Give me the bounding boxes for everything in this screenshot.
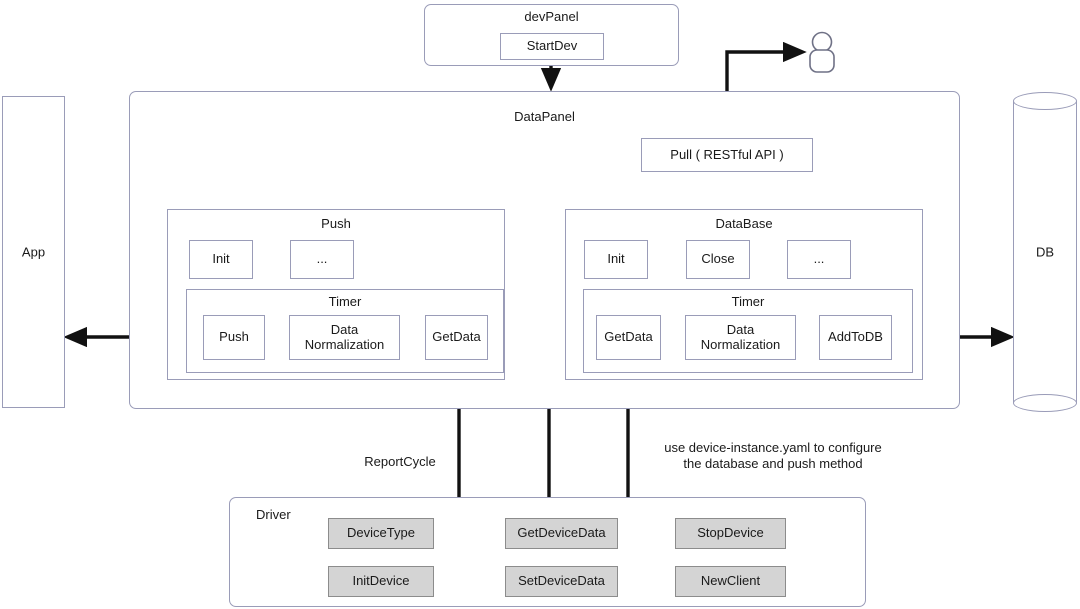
driver-label: Driver bbox=[256, 507, 291, 522]
yaml-note-annotation: use device-instance.yaml to configure th… bbox=[664, 440, 882, 472]
database-method-init[interactable]: Init bbox=[584, 240, 648, 279]
driver-method-initdevice[interactable]: InitDevice bbox=[328, 566, 434, 597]
user-icon bbox=[805, 30, 839, 74]
container-dev-panel: devPanel StartDev bbox=[424, 4, 679, 66]
db-block: DB bbox=[1013, 92, 1077, 412]
app-label: App bbox=[21, 244, 46, 260]
database-timer-step-addtodb[interactable]: AddToDB bbox=[819, 315, 892, 360]
push-timer-label: Timer bbox=[328, 294, 362, 309]
driver-method-getdevicedata[interactable]: GetDeviceData bbox=[505, 518, 618, 549]
db-cylinder-top bbox=[1013, 92, 1077, 110]
push-method-init[interactable]: Init bbox=[189, 240, 253, 279]
database-timer-step-data-normalization[interactable]: Data Normalization bbox=[685, 315, 796, 360]
report-cycle-annotation: ReportCycle bbox=[364, 454, 436, 469]
push-label: Push bbox=[321, 216, 351, 231]
db-label: DB bbox=[1035, 244, 1055, 260]
database-timer-label: Timer bbox=[731, 294, 765, 309]
app-block: App bbox=[2, 96, 65, 408]
driver-method-setdevicedata[interactable]: SetDeviceData bbox=[505, 566, 618, 597]
dev-panel-label: devPanel bbox=[524, 9, 579, 24]
driver-method-stopdevice[interactable]: StopDevice bbox=[675, 518, 786, 549]
driver-method-newclient[interactable]: NewClient bbox=[675, 566, 786, 597]
push-timer-step-getdata[interactable]: GetData bbox=[425, 315, 488, 360]
database-label: DataBase bbox=[715, 216, 773, 231]
push-method-more[interactable]: ... bbox=[290, 240, 354, 279]
data-panel-label: DataPanel bbox=[514, 109, 575, 124]
pull-restful-api-node[interactable]: Pull ( RESTful API ) bbox=[641, 138, 813, 172]
push-timer-step-push[interactable]: Push bbox=[203, 315, 265, 360]
driver-method-devicetype[interactable]: DeviceType bbox=[328, 518, 434, 549]
start-dev-button[interactable]: StartDev bbox=[500, 33, 604, 60]
db-cylinder-body bbox=[1013, 101, 1077, 403]
database-method-more[interactable]: ... bbox=[787, 240, 851, 279]
database-timer-step-getdata[interactable]: GetData bbox=[596, 315, 661, 360]
push-timer-step-data-normalization[interactable]: Data Normalization bbox=[289, 315, 400, 360]
db-cylinder-bottom bbox=[1013, 394, 1077, 412]
database-method-close[interactable]: Close bbox=[686, 240, 750, 279]
